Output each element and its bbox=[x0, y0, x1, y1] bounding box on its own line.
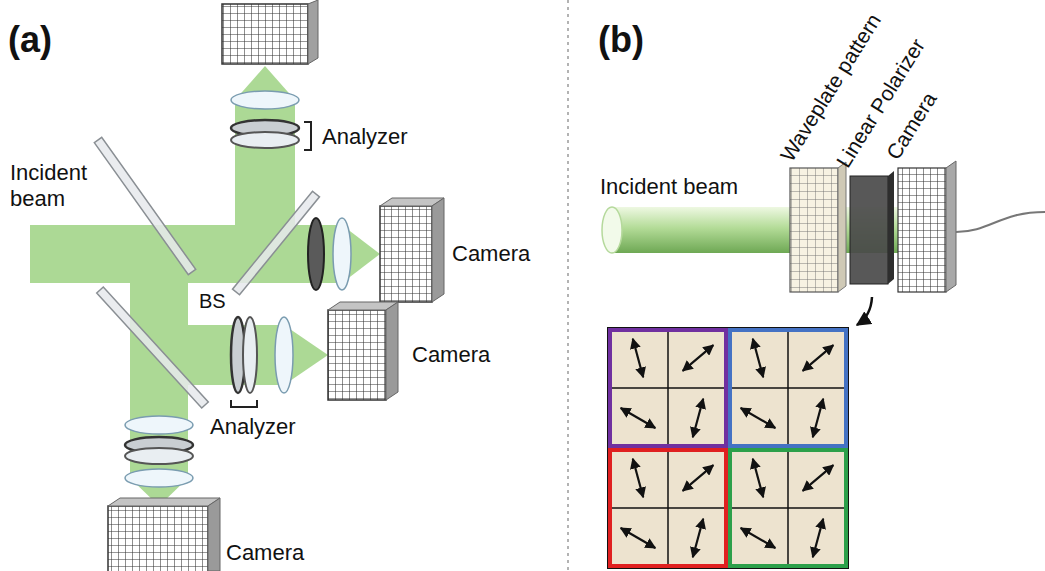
camera-label: Camera bbox=[226, 540, 304, 566]
analyzer-bracket bbox=[231, 400, 257, 407]
beam-label: Incident beam bbox=[600, 174, 738, 200]
axis-arrow bbox=[753, 459, 763, 498]
axis-arrow bbox=[633, 339, 643, 378]
camera-body bbox=[946, 161, 956, 292]
lens bbox=[125, 469, 193, 487]
axis-arrow bbox=[741, 528, 776, 548]
superpixel-frame bbox=[610, 450, 726, 566]
beam-splitter-plate bbox=[233, 191, 320, 295]
camera-sensor bbox=[380, 206, 432, 302]
superpixel-frame bbox=[730, 330, 846, 446]
axis-arrow bbox=[693, 519, 703, 558]
camera-body bbox=[432, 198, 444, 302]
axis-arrows bbox=[621, 339, 834, 558]
lens bbox=[231, 91, 299, 109]
waveplate-pattern bbox=[790, 168, 838, 292]
axis-arrow bbox=[621, 528, 656, 548]
axis-arrow bbox=[621, 408, 656, 428]
analyzer-ring bbox=[125, 448, 193, 464]
camera-sensor bbox=[328, 310, 386, 400]
panel-letter: (b) bbox=[598, 18, 644, 61]
camera-sensor bbox=[898, 168, 946, 292]
component-label: Analyzer bbox=[210, 414, 296, 440]
lens bbox=[275, 317, 293, 393]
camera-body bbox=[386, 302, 398, 400]
beam-splitter-plate bbox=[97, 287, 209, 408]
analyzer-ring bbox=[231, 132, 299, 148]
axis-arrow bbox=[803, 465, 834, 491]
camera-body bbox=[208, 498, 220, 571]
camera-sensor bbox=[108, 506, 208, 571]
axis-arrow bbox=[753, 339, 763, 378]
waveplate-edge bbox=[838, 162, 846, 292]
analyzer-ring bbox=[243, 317, 257, 393]
cell-lines bbox=[608, 328, 848, 568]
camera-body bbox=[308, 0, 318, 64]
panel-letter: (a) bbox=[8, 18, 52, 61]
beam-label: Incident beam bbox=[10, 160, 102, 212]
pattern-ground bbox=[608, 328, 848, 568]
polarizer-edge bbox=[888, 171, 894, 284]
lens bbox=[333, 218, 351, 290]
camera-body bbox=[108, 498, 220, 506]
superpixel-frame bbox=[730, 450, 846, 566]
superpixel-frame bbox=[610, 330, 726, 446]
camera-sensor bbox=[222, 4, 308, 64]
axis-arrow bbox=[683, 345, 714, 371]
lens bbox=[125, 416, 193, 434]
axis-arrow bbox=[813, 399, 823, 438]
pattern-border bbox=[608, 328, 848, 568]
camera-label: Camera bbox=[452, 241, 530, 267]
axis-arrow bbox=[633, 459, 643, 498]
polarizer bbox=[308, 218, 324, 290]
beam-splitters bbox=[94, 137, 319, 408]
component-label: Analyzer bbox=[322, 124, 408, 150]
axis-arrow bbox=[741, 408, 776, 428]
panel-divider bbox=[567, 0, 569, 571]
beam-end bbox=[602, 207, 622, 253]
beam-splitter-plate bbox=[94, 137, 195, 274]
axis-arrow bbox=[813, 519, 823, 558]
component-label: BS bbox=[199, 289, 226, 313]
linear-polarizer bbox=[850, 176, 888, 284]
axis-arrow bbox=[683, 465, 714, 491]
zoom-arrow bbox=[857, 297, 872, 325]
axis-arrow bbox=[693, 399, 703, 438]
camera-label: Camera bbox=[412, 342, 490, 368]
analyzer-bracket bbox=[304, 122, 311, 150]
axis-arrow bbox=[803, 345, 834, 371]
camera-cable bbox=[956, 212, 1045, 232]
